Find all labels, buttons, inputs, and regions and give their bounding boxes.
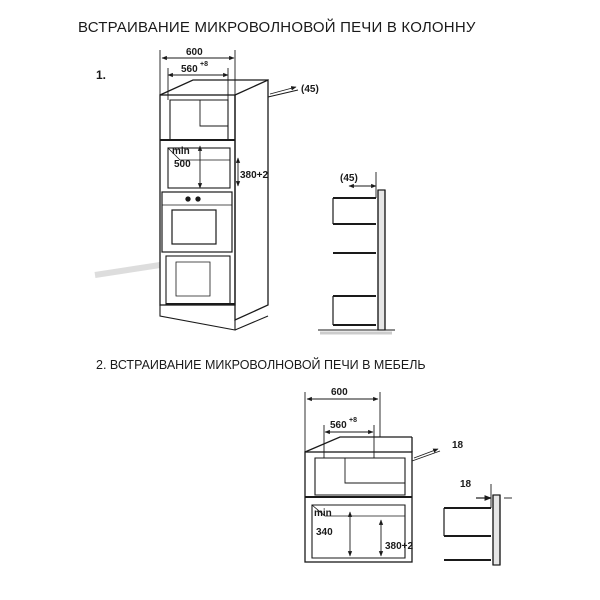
dim-1-width-inner: 560	[181, 64, 198, 75]
dim-2-width-tolerance: +8	[349, 417, 357, 424]
dim-2-min-label: min	[314, 508, 332, 519]
dim-1-min-height: 500	[174, 159, 191, 170]
dim-1-width-tolerance: +8	[200, 61, 208, 68]
dim-2-min-height: 340	[316, 527, 333, 538]
dim-2-width-inner: 560	[330, 420, 347, 431]
wall-cabinet-top	[304, 436, 412, 453]
microwave-niche-2	[311, 504, 406, 559]
step-2-title: 2. ВСТРАИВАНИЕ МИКРОВОЛНОВОЙ ПЕЧИ В МЕБЕ…	[96, 358, 426, 372]
built-in-oven	[161, 191, 233, 253]
wall-cabinet-drawing	[304, 436, 413, 563]
dim-1-depth-gap: (45)	[301, 84, 319, 95]
column-section-view	[318, 172, 395, 335]
main-title: ВСТРАИВАНИЕ МИКРОВОЛНОВОЙ ПЕЧИ В КОЛОННУ	[78, 19, 476, 36]
dim-1-side-gap: (45)	[340, 173, 358, 184]
dim-2-panel: 18	[452, 440, 464, 451]
wall-cabinet-section-view	[443, 484, 512, 566]
column-cabinet-drawing	[94, 78, 269, 331]
dim-1-width-outer: 600	[186, 47, 203, 58]
column-top	[159, 79, 268, 96]
dim-1-min-label: min	[172, 146, 190, 157]
step-1-label: 1.	[96, 68, 107, 82]
wall-cabinet-dimension-lines	[304, 392, 441, 557]
dim-2-width-outer: 600	[331, 387, 348, 398]
dim-2-niche-height: 380+2	[385, 541, 414, 552]
wall-cabinet-front	[304, 451, 413, 563]
dim-1-niche-height: 380+2	[240, 170, 269, 181]
column-dimension-lines	[159, 50, 299, 189]
dim-2-side-panel: 18	[460, 479, 472, 490]
column-side-panel	[234, 78, 269, 322]
